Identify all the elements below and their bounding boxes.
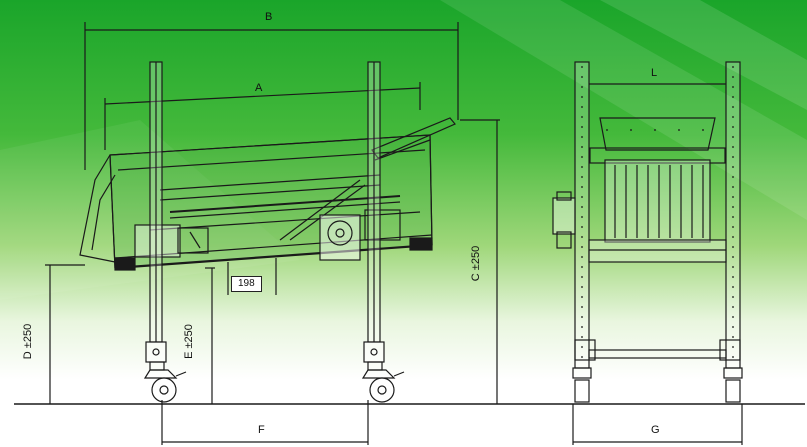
- dimension-a-label: A: [255, 82, 263, 94]
- front-left-column: [574, 61, 590, 369]
- front-left-caster: [572, 367, 592, 403]
- dimension-f-label: F: [258, 424, 265, 436]
- dimension-c-label: C ±250: [470, 245, 483, 282]
- hopper-frame: [79, 117, 456, 271]
- front-right-column: [725, 61, 741, 369]
- dimension-b-label: B: [265, 11, 273, 23]
- front-motor: [552, 191, 576, 249]
- right-caster: [361, 361, 405, 403]
- dimension-e-label: E ±250: [182, 324, 195, 359]
- front-slats: [614, 165, 704, 238]
- dimension-g-label: G: [651, 424, 660, 436]
- dimension-d-label: D ±250: [22, 323, 35, 360]
- dimension-e-line: [205, 267, 215, 404]
- front-lower-frame: [574, 239, 741, 361]
- front-hopper: [589, 117, 726, 243]
- front-view: [552, 61, 743, 445]
- dimension-198-label: 198: [231, 276, 262, 292]
- dimension-198-line: [227, 258, 277, 295]
- dimension-c-line: [460, 119, 500, 404]
- front-right-caster: [723, 367, 743, 403]
- dimension-d-line: [45, 264, 85, 404]
- side-view: [45, 22, 500, 445]
- left-post: [145, 61, 167, 363]
- dimension-f-line: [161, 400, 369, 445]
- left-caster: [143, 361, 187, 403]
- dimension-g-line: [572, 404, 743, 445]
- right-post: [363, 61, 385, 363]
- dimension-l-label: L: [651, 67, 658, 79]
- dimension-b-line: [84, 22, 459, 170]
